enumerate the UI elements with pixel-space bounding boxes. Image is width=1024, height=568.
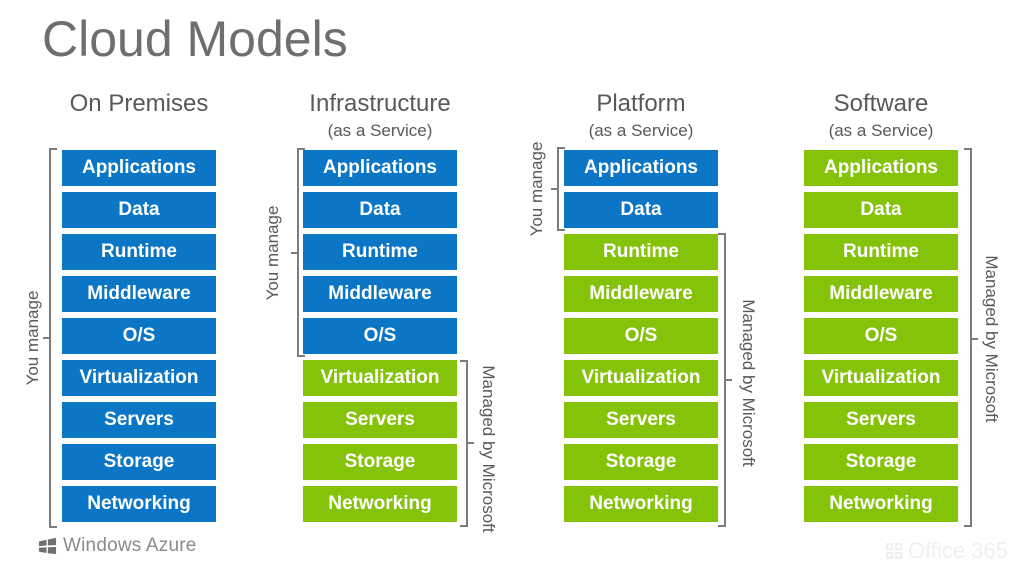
layer-box: Runtime — [303, 234, 457, 270]
layer-box: Applications — [303, 150, 457, 186]
layer-box: O/S — [804, 318, 958, 354]
layer-box: Applications — [564, 150, 718, 186]
managed-by-microsoft-bracket — [718, 233, 732, 527]
layer-box: Networking — [303, 486, 457, 522]
layer-box: Storage — [564, 444, 718, 480]
column-title-on-premises: On Premises — [69, 90, 209, 117]
layer-box: Networking — [804, 486, 958, 522]
layer-box: Virtualization — [564, 360, 718, 396]
layer-box: Servers — [62, 402, 216, 438]
layer-box: O/S — [62, 318, 216, 354]
layer-box: Servers — [804, 402, 958, 438]
windows-azure-logo: Windows Azure — [38, 535, 197, 557]
layer-box: Storage — [62, 444, 216, 480]
bracket-label: Managed by Microsoft — [479, 365, 498, 533]
you-manage-bracket — [43, 148, 57, 528]
layer-box: Servers — [303, 402, 457, 438]
column-title-saas: Software — [833, 90, 929, 117]
column-title-paas: Platform — [596, 90, 686, 117]
layer-box: Data — [564, 192, 718, 228]
windows-azure-wordmark: Windows Azure — [63, 535, 197, 556]
layer-box: Data — [804, 192, 958, 228]
column-title-iaas: Infrastructure — [309, 90, 451, 117]
page-title: Cloud Models — [42, 11, 348, 67]
layer-box: Data — [303, 192, 457, 228]
layer-box: Data — [62, 192, 216, 228]
layer-box: Middleware — [62, 276, 216, 312]
column-subtitle-paas: (as a Service) — [588, 121, 694, 140]
layer-box: Runtime — [62, 234, 216, 270]
layer-box: Middleware — [564, 276, 718, 312]
column-subtitle-saas: (as a Service) — [828, 121, 934, 140]
stack-paas: Applications Data Runtime Middleware O/S… — [564, 150, 718, 528]
layer-box: Runtime — [804, 234, 958, 270]
you-manage-bracket — [551, 147, 565, 231]
bracket-label: You manage — [263, 205, 282, 301]
stack-saas: Applications Data Runtime Middleware O/S… — [804, 150, 958, 528]
layer-box: Virtualization — [303, 360, 457, 396]
layer-box: Middleware — [303, 276, 457, 312]
layer-box: Networking — [564, 486, 718, 522]
layer-box: Networking — [62, 486, 216, 522]
stack-iaas: Applications Data Runtime Middleware O/S… — [303, 150, 457, 528]
managed-by-microsoft-bracket — [460, 360, 474, 527]
layer-box: O/S — [303, 318, 457, 354]
layer-box: Virtualization — [804, 360, 958, 396]
managed-by-microsoft-bracket — [964, 148, 978, 527]
layer-box: Servers — [564, 402, 718, 438]
layer-box: Virtualization — [62, 360, 216, 396]
bracket-label: Managed by Microsoft — [982, 255, 1001, 423]
bracket-label: You manage — [23, 290, 42, 386]
watermark-label: Office 365 — [908, 538, 1008, 563]
layer-box: Runtime — [564, 234, 718, 270]
office365-watermark: Office 365 — [886, 538, 1008, 564]
you-manage-bracket — [291, 148, 305, 357]
bracket-label: Managed by Microsoft — [739, 299, 758, 467]
layer-box: Applications — [62, 150, 216, 186]
layer-box: Storage — [303, 444, 457, 480]
layer-box: O/S — [564, 318, 718, 354]
layer-box: Applications — [804, 150, 958, 186]
bracket-label: You manage — [527, 141, 546, 237]
windows-flag-icon — [38, 537, 57, 555]
stack-on-premises: Applications Data Runtime Middleware O/S… — [62, 150, 216, 528]
layer-box: Middleware — [804, 276, 958, 312]
office-grid-icon — [886, 543, 902, 559]
layer-box: Storage — [804, 444, 958, 480]
column-subtitle-iaas: (as a Service) — [327, 121, 433, 140]
